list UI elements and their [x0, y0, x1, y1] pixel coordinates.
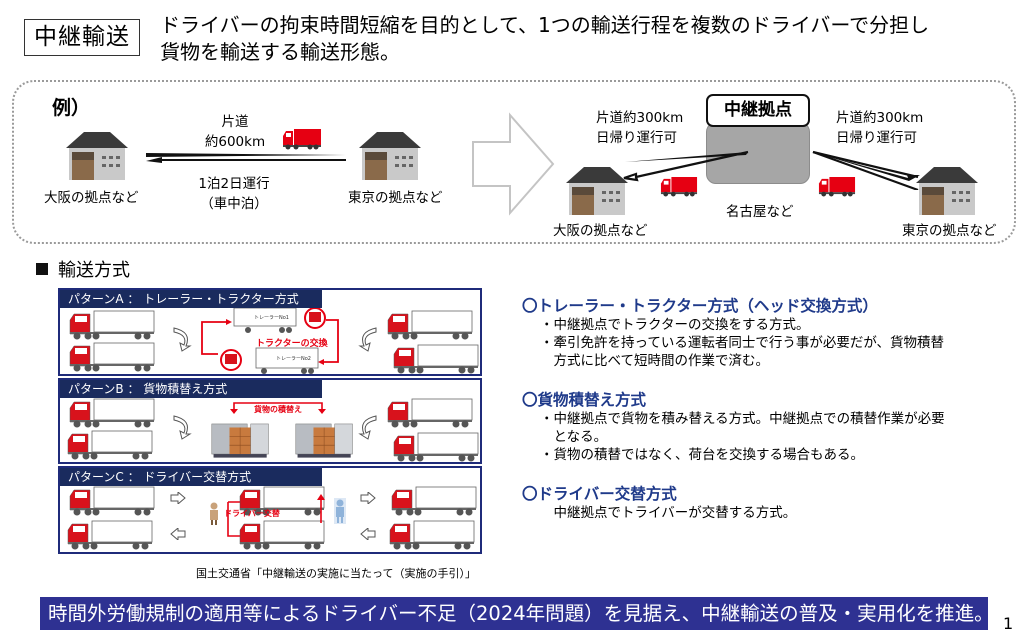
before-destination-label: 東京の拠点など	[348, 190, 443, 206]
definition-line-2: 貨物を輸送する輸送形態。	[160, 40, 400, 64]
pattern-c-panel: パターンC ： ドライバー交替方式 ドライバー交替	[58, 466, 482, 554]
pattern-c-title: パターンC ： ドライバー交替方式	[60, 468, 322, 486]
svg-text:トレーラーNo2: トレーラーNo2	[276, 356, 311, 362]
trailer-truck-icon	[236, 520, 326, 550]
after-destination-label: 東京の拠点など	[902, 223, 997, 239]
method-line: となる。	[540, 429, 608, 445]
method-line: 方式に比べて短時間の作業で済む。	[540, 353, 769, 369]
right-arrow-icon	[360, 492, 376, 504]
cargo-truck-icon	[294, 416, 356, 462]
tractor-exchange-diagram: トレーラーNo1 トレーラーNo2	[201, 308, 339, 374]
section-title: 輸送方式	[36, 256, 130, 282]
warehouse-icon	[62, 128, 132, 180]
method-desc-tractor: ・中継拠点でトラクターの交換をする方式。 ・牽引免許を持っている運転者同士で行う…	[540, 316, 944, 370]
after-origin-label: 大阪の拠点など	[553, 223, 648, 239]
cargo-truck-icon	[210, 416, 272, 462]
method-title-driver: 〇ドライバー交替方式	[522, 485, 677, 503]
pattern-b-panel: パターンB ： 貨物積替え方式 貨物の積替え	[58, 378, 482, 464]
trailer-truck-icon	[66, 486, 156, 516]
definition-line-1: ドライバーの拘束時間短縮を目的として、1つの輸送行程を複数のドライバーで分担し	[160, 13, 930, 37]
method-desc-cargo: ・中継拠点で貨物を積み替える方式。中継拠点での積替作業が必要 となる。 ・貨物の…	[540, 410, 945, 464]
method-line: ・牽引免許を持っている運転者同士で行う事が必要だが、貨物積替	[540, 335, 945, 351]
bullet-square-icon	[36, 263, 48, 275]
left-arrow-icon	[170, 528, 186, 540]
pattern-a-annotation: トラクターの交換	[256, 339, 328, 349]
method-title-cargo: 〇貨物積替え方式	[522, 391, 647, 409]
right-arrow-icon	[170, 492, 186, 504]
warehouse-icon	[355, 128, 425, 180]
right-leg-distance: 片道約300km	[836, 110, 924, 126]
trailer-truck-icon	[384, 310, 474, 340]
definition-text: ドライバーの拘束時間短縮を目的として、1つの輸送行程を複数のドライバーで分担し …	[160, 12, 929, 66]
page-number: 1	[1003, 614, 1014, 633]
before-origin-label: 大阪の拠点など	[44, 190, 139, 206]
trailer-truck-icon	[388, 486, 478, 516]
relay-hub-title: 中継拠点	[706, 94, 810, 127]
relay-hub-location: 名古屋など	[726, 204, 794, 220]
trailer-truck-icon	[384, 398, 474, 428]
distance-line-1: 片道	[221, 114, 249, 130]
footer-banner: 時間外労働規制の適用等によるドライバー不足（2024年問題）を見据え、中継輸送の…	[40, 597, 994, 630]
pattern-b-diagram: 貨物の積替え	[60, 398, 480, 466]
trailer-truck-icon	[64, 430, 154, 460]
before-distance: 片道 約600km	[200, 110, 270, 150]
method-title-tractor: 〇トレーラー・トラクター方式（ヘッド交換方式）	[522, 297, 878, 315]
pattern-b-title: パターンB ： 貨物積替え方式	[60, 380, 322, 398]
example-label: 例）	[52, 97, 91, 119]
trailer-truck-icon	[390, 344, 480, 374]
curved-arrow-icon	[173, 327, 192, 352]
method-line: 中継拠点でトライバーが交替する方式。	[540, 505, 797, 521]
driver-person-icon	[334, 498, 346, 524]
pattern-a-title: パターンA ： トレーラー・トラクター方式	[60, 290, 322, 308]
operation-line-2: （車中泊）	[200, 196, 268, 212]
pattern-c-annotation: ドライバー交替	[224, 509, 280, 518]
pattern-b-annotation: 貨物の積替え	[252, 404, 304, 415]
relay-route-arrows-icon	[623, 150, 920, 190]
distance-line-2: 約600km	[204, 134, 266, 150]
method-desc-driver: 中継拠点でトライバーが交替する方式。	[540, 504, 796, 522]
driver-person-icon	[210, 502, 218, 525]
source-note: 国土交通省「中継輸送の実施に当たって（実施の手引）」	[196, 567, 476, 580]
method-line: ・中継拠点で貨物を積み替える方式。中継拠点での積替作業が必要	[540, 411, 945, 427]
example-box	[12, 80, 1016, 244]
cargo-transfer-arrow-icon	[230, 402, 326, 414]
round-trip-arrows-icon	[146, 153, 346, 163]
trailer-truck-icon	[390, 432, 480, 462]
left-leg-distance: 片道約300km	[596, 110, 684, 126]
curved-arrow-icon	[173, 415, 192, 440]
trailer-truck-icon	[66, 342, 156, 372]
up-arrow-icon	[317, 494, 325, 523]
right-leg-operation: 日帰り運行可	[836, 130, 917, 146]
left-leg-info: 片道約300km 日帰り運行可	[596, 108, 683, 148]
right-leg-info: 片道約300km 日帰り運行可	[836, 108, 923, 148]
method-line: ・中継拠点でトラクターの交換をする方式。	[540, 317, 810, 333]
term-box: 中継輸送	[24, 19, 140, 56]
trailer-truck-icon	[66, 310, 156, 340]
method-line: ・貨物の積替ではなく、荷台を交換する場合もある。	[540, 447, 864, 463]
truck-icon	[282, 128, 322, 150]
left-leg-operation: 日帰り運行可	[596, 130, 677, 146]
trailer-truck-icon	[386, 520, 476, 550]
transition-arrow-icon	[472, 112, 555, 216]
pattern-a-panel: パターンA ： トレーラー・トラクター方式 トレーラーNo1 トレーラーNo2 …	[58, 288, 482, 376]
svg-text:トレーラーNo1: トレーラーNo1	[254, 315, 289, 321]
operation-line-1: 1泊2日運行	[198, 176, 270, 192]
curved-arrow-icon	[358, 327, 377, 352]
trailer-truck-icon	[66, 398, 156, 428]
section-title-text: 輸送方式	[58, 260, 130, 281]
pattern-a-diagram: トレーラーNo1 トレーラーNo2 トラクターの交換	[60, 308, 480, 376]
pattern-c-diagram: ドライバー交替	[60, 486, 480, 554]
left-arrow-icon	[360, 528, 376, 540]
before-operation: 1泊2日運行 （車中泊）	[188, 172, 280, 212]
curved-arrow-icon	[358, 415, 377, 440]
trailer-truck-icon	[64, 520, 154, 550]
